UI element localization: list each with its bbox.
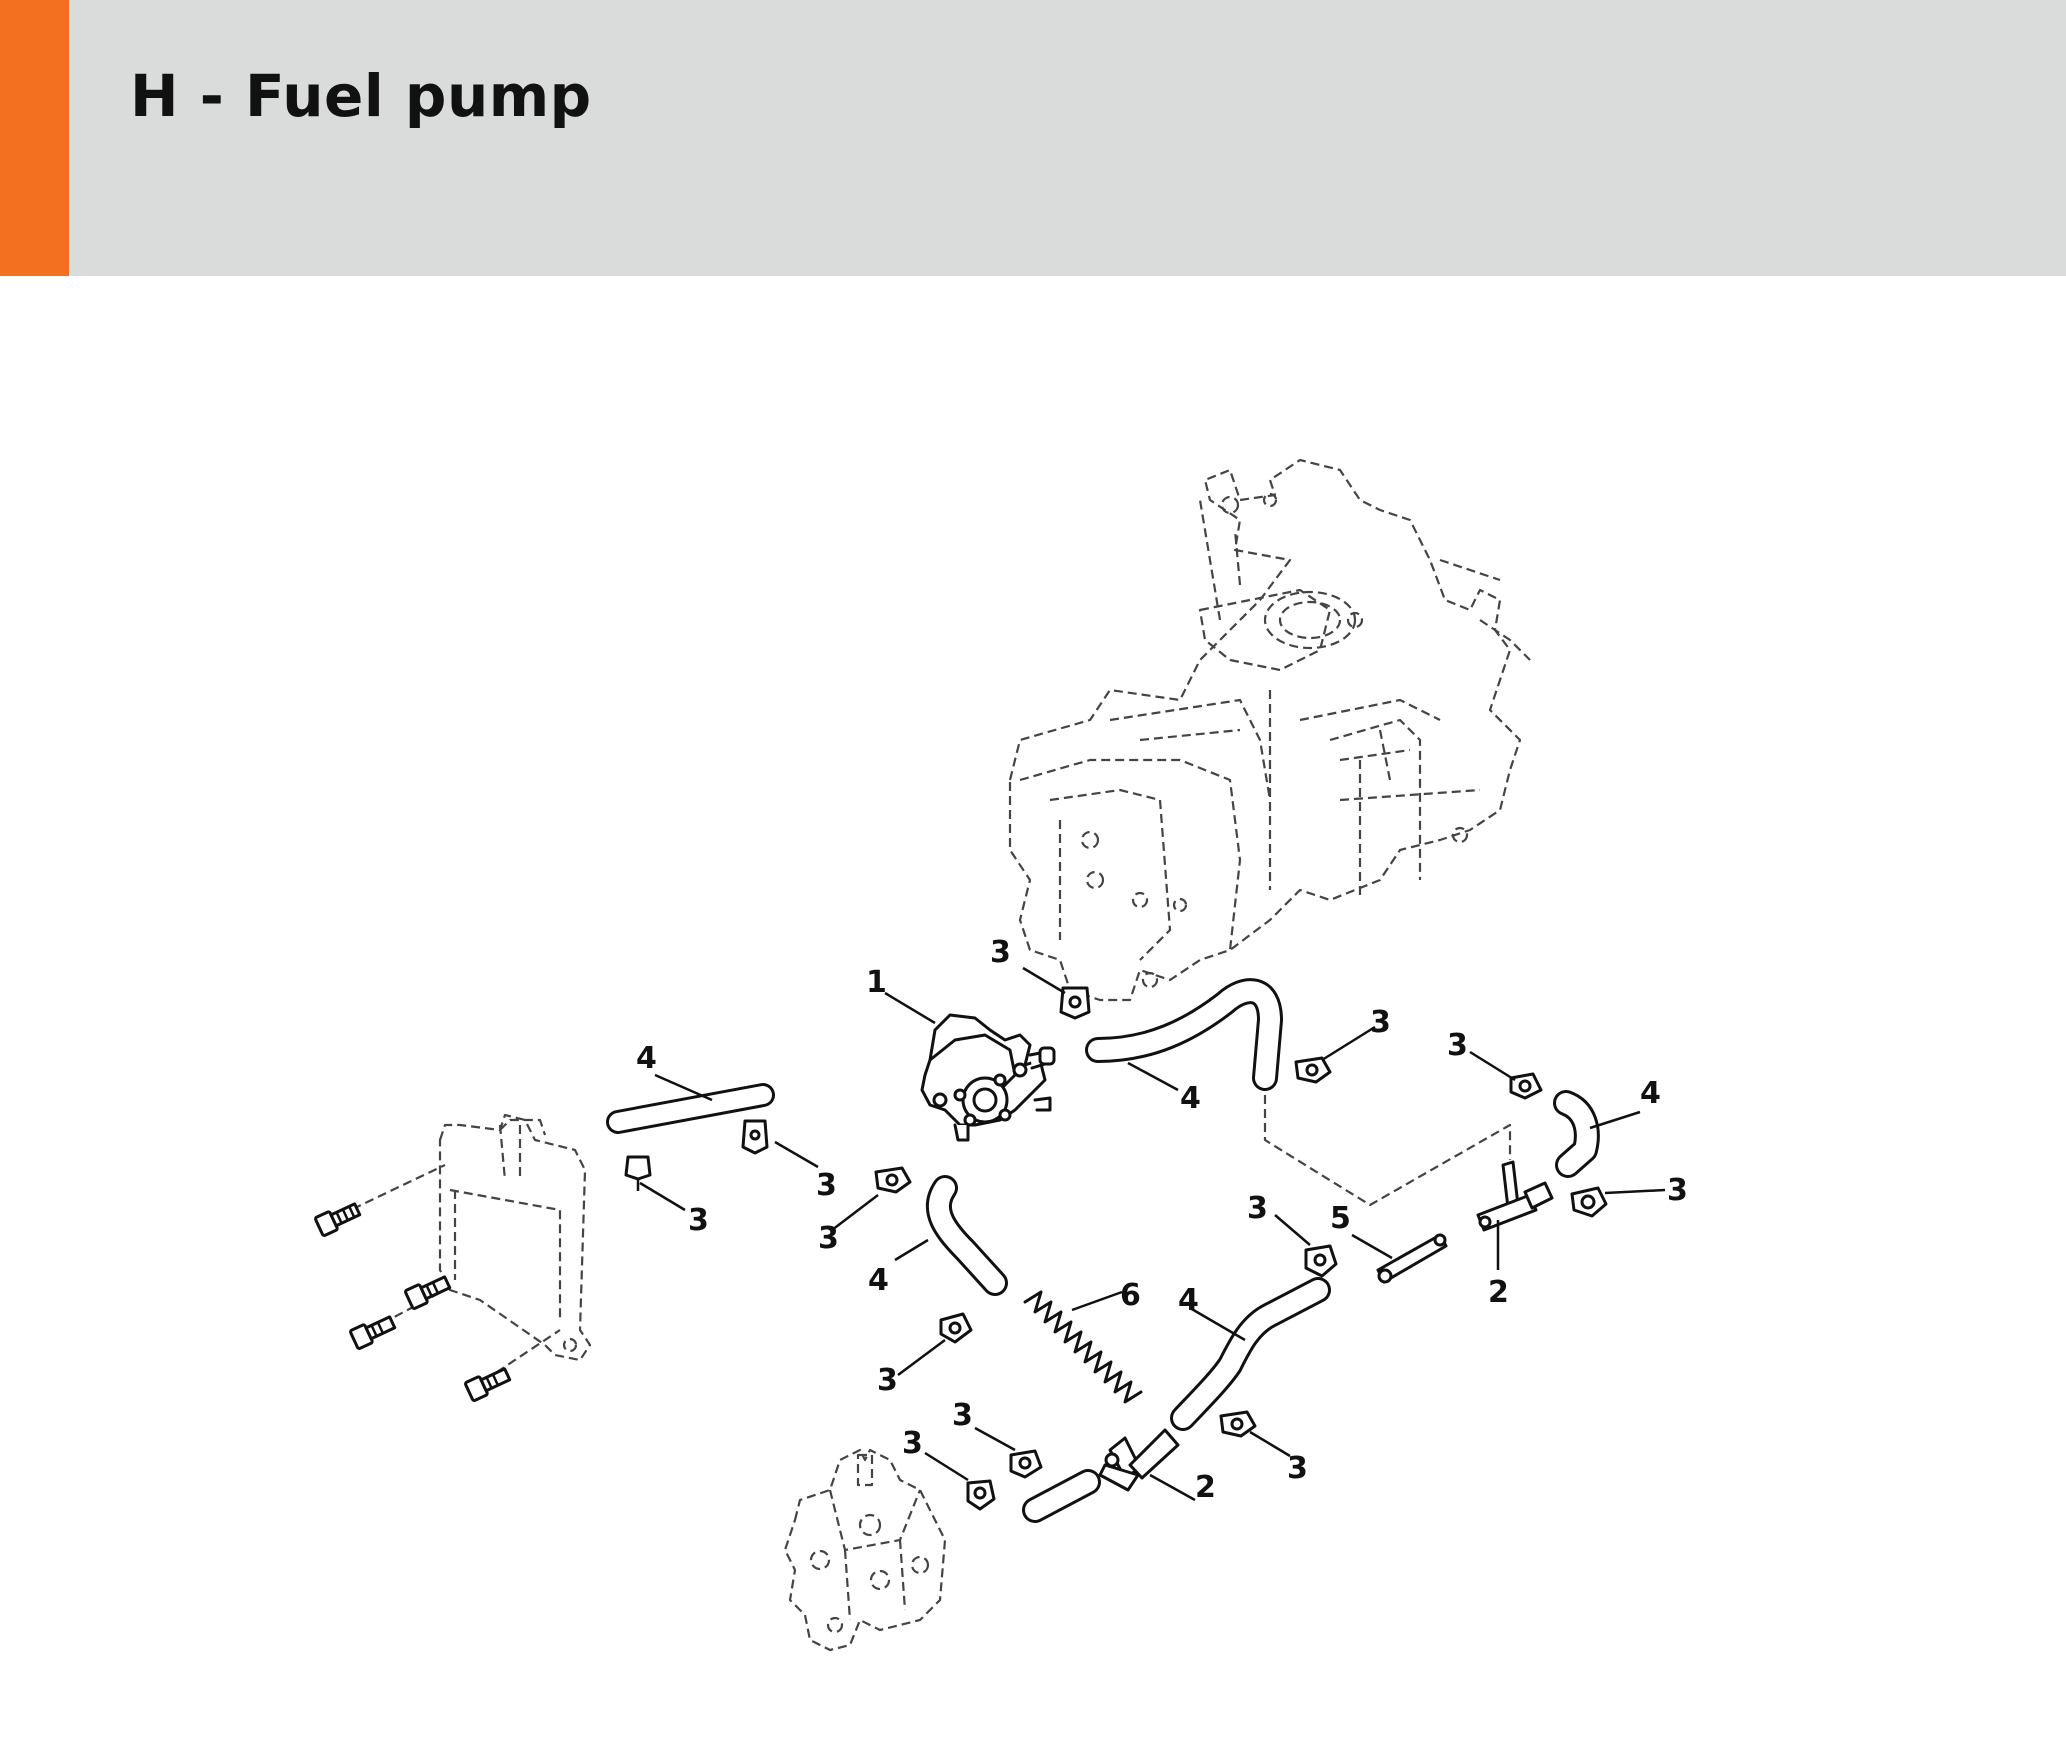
straight-connector bbox=[1376, 1233, 1448, 1284]
header-accent-bar bbox=[0, 0, 69, 276]
callout-4: 4 bbox=[868, 1263, 889, 1298]
callout-3: 3 bbox=[1667, 1173, 1688, 1208]
page-title: H - Fuel pump bbox=[130, 62, 592, 130]
engine-block-ghost bbox=[1008, 458, 1531, 1002]
hose-clip bbox=[1059, 986, 1091, 1020]
callout-3: 3 bbox=[1287, 1451, 1308, 1486]
hose-clip bbox=[1294, 1056, 1332, 1084]
fuel-tank-ghost bbox=[339, 1113, 592, 1381]
fuel-hose-right-elbow bbox=[1553, 1090, 1600, 1178]
callout-3: 3 bbox=[818, 1221, 839, 1256]
tank-bolts bbox=[314, 1202, 512, 1402]
callout-3: 3 bbox=[688, 1203, 709, 1238]
callout-6: 6 bbox=[1120, 1278, 1141, 1313]
fuel-hose-top-middle bbox=[1085, 978, 1283, 1091]
fuel-hose-long-bottom bbox=[1170, 1277, 1331, 1431]
fuel-hose-short-bottom bbox=[1022, 1469, 1101, 1523]
tee-connector-right bbox=[1476, 1160, 1554, 1232]
hose-clip bbox=[624, 1155, 652, 1191]
bolt-icon bbox=[404, 1275, 452, 1310]
callout-3: 3 bbox=[952, 1398, 973, 1433]
hose-route-line bbox=[1263, 1095, 1512, 1207]
tee-connector-bottom bbox=[1098, 1428, 1180, 1492]
fuel-pump bbox=[920, 1013, 1056, 1142]
callout-3: 3 bbox=[990, 935, 1011, 970]
hose-clip bbox=[966, 1479, 996, 1511]
callout-4: 4 bbox=[1180, 1081, 1201, 1116]
bolt-icon bbox=[349, 1315, 397, 1350]
hose-clip bbox=[741, 1119, 769, 1155]
leader-lines bbox=[639, 966, 1666, 1502]
callout-3: 3 bbox=[1247, 1191, 1268, 1226]
callout-1: 1 bbox=[866, 965, 887, 1000]
callout-3: 3 bbox=[1370, 1005, 1391, 1040]
hose-spring bbox=[1023, 1290, 1143, 1404]
page-header: H - Fuel pump bbox=[0, 0, 2066, 276]
hose-clip bbox=[874, 1166, 912, 1194]
callout-5: 5 bbox=[1330, 1201, 1351, 1236]
hose-clip bbox=[1304, 1244, 1338, 1278]
callout-4: 4 bbox=[1640, 1076, 1661, 1111]
callout-2: 2 bbox=[1488, 1275, 1509, 1310]
bolt-icon bbox=[464, 1367, 512, 1402]
callout-3: 3 bbox=[816, 1168, 837, 1203]
carburettor-ghost bbox=[783, 1448, 947, 1652]
callout-labels: 1 3 3 3 4 3 4 4 3 3 3 4 6 4 3 5 2 3 2 3 … bbox=[636, 935, 1688, 1505]
callout-3: 3 bbox=[902, 1426, 923, 1461]
hose-clip bbox=[939, 1312, 973, 1344]
hose-clip bbox=[1570, 1186, 1608, 1218]
fuel-hose-left-elbow bbox=[926, 1175, 1008, 1296]
hose-clip bbox=[1219, 1410, 1257, 1438]
hose-clip bbox=[1509, 1072, 1543, 1100]
callout-4: 4 bbox=[1178, 1283, 1199, 1318]
fuel-hose-top-left bbox=[606, 1083, 775, 1134]
callout-2: 2 bbox=[1195, 1470, 1216, 1505]
callout-3: 3 bbox=[877, 1363, 898, 1398]
callout-3: 3 bbox=[1447, 1028, 1468, 1063]
bolt-icon bbox=[314, 1202, 362, 1237]
callout-4: 4 bbox=[636, 1041, 657, 1076]
hose-clip bbox=[1009, 1449, 1043, 1479]
